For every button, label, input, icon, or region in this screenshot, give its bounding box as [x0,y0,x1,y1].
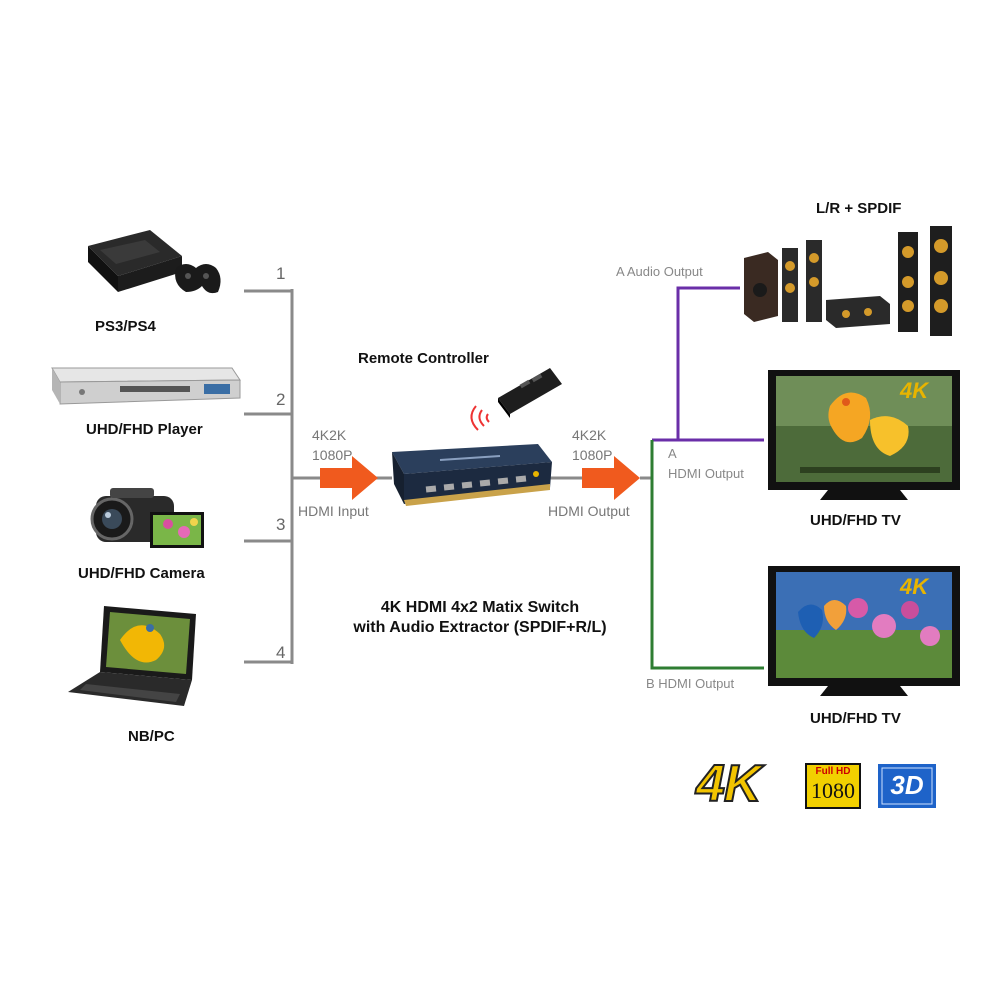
output-lines [650,286,764,670]
port-number-4: 4 [276,643,286,662]
fullhd-logo-top: Full HD [815,766,851,777]
tv-a-icon [768,370,960,500]
input-label-camera: UHD/FHD Camera [78,565,205,582]
output-resolution-1080p: 1080P [572,447,613,463]
output-caption: HDMI Output [548,503,630,519]
output-resolution-4k2k: 4K2K [572,427,607,443]
tv-b-label: UHD/FHD TV [810,710,901,727]
threed-logo-frame [878,764,936,808]
fullhd-logo-bottom: 1080 [811,778,855,803]
fullhd-logo-frame [805,763,861,809]
fourk-logo: 4K [695,754,763,814]
output-arrow [582,456,640,500]
tv-b-caption: B HDMI Output [646,676,735,691]
input-caption: HDMI Input [298,503,369,519]
input-label-ps3: PS3/PS4 [95,318,156,335]
speaker-system-icon [744,226,952,336]
remote-control-icon [470,368,562,431]
remote-label: Remote Controller [358,350,489,367]
disc-player-icon [51,367,241,405]
tv-a-caption: HDMI Output [668,466,744,481]
tv-b-icon [768,566,960,696]
audio-output-caption: A Audio Output [616,264,703,279]
tv-b-badge: 4K [900,574,929,599]
threed-logo: 3D [890,770,924,800]
port-number-2: 2 [276,390,286,409]
audio-output-label: L/R + SPDIF [816,200,902,217]
input-label-pc: NB/PC [128,728,175,745]
camcorder-icon [90,488,204,548]
tv-a-letter: A [668,446,677,461]
port-number-3: 3 [276,515,286,534]
device-title-line2: with Audio Extractor (SPDIF+R/L) [353,619,607,636]
input-resolution-1080p: 1080P [312,447,353,463]
input-bus-lines [244,289,652,664]
device-title-line1: 4K HDMI 4x2 Matix Switch [380,599,580,616]
input-resolution-4k2k: 4K2K [312,427,347,443]
port-number-1: 1 [276,264,286,283]
hdmi-matrix-switch-icon [392,444,552,506]
game-console-icon [88,230,221,294]
laptop-icon [68,606,196,706]
tv-a-badge: 4K [900,378,929,403]
input-arrow [320,456,378,500]
tv-a-label: UHD/FHD TV [810,512,901,529]
input-label-player: UHD/FHD Player [86,421,203,438]
